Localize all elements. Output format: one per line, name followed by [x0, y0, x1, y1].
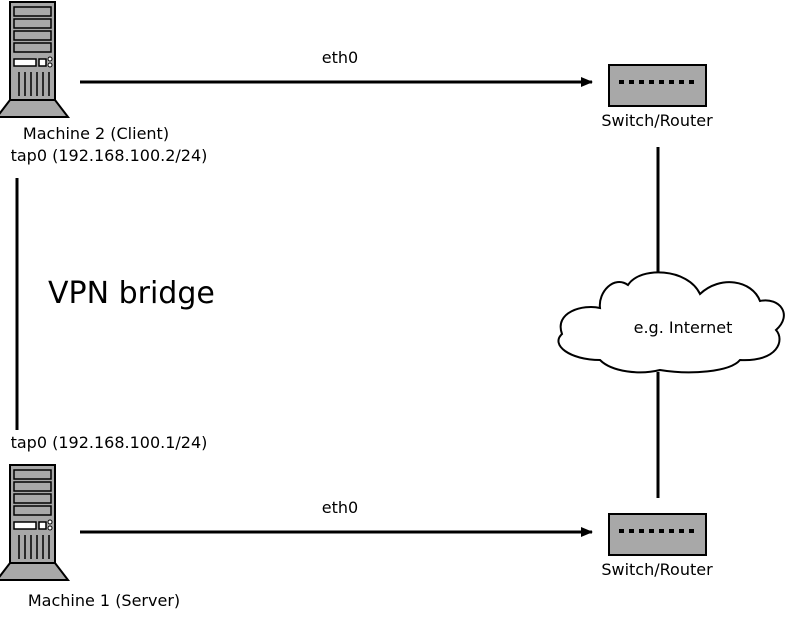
bottom-switch-router-icon [608, 513, 707, 556]
vpn-bridge-label: VPN bridge [48, 276, 215, 311]
internet-cloud-icon [557, 271, 785, 374]
top-switch-router-icon [608, 64, 707, 107]
top-eth0-label: eth0 [321, 48, 359, 67]
machine-2-server-icon [0, 1, 71, 118]
machine-2-name-label: Machine 2 (Client) [22, 124, 170, 143]
machine-2-tap-label: tap0 (192.168.100.2/24) [10, 146, 208, 165]
machine-1-tap-label: tap0 (192.168.100.1/24) [10, 433, 208, 452]
bottom-eth0-label: eth0 [321, 498, 359, 517]
top-switch-router-label: Switch/Router [601, 111, 713, 130]
machine-1-server-icon [0, 464, 71, 581]
bottom-switch-router-label: Switch/Router [601, 560, 713, 579]
cloud-label: e.g. Internet [633, 318, 733, 337]
machine-1-name-label: Machine 1 (Server) [27, 591, 181, 610]
